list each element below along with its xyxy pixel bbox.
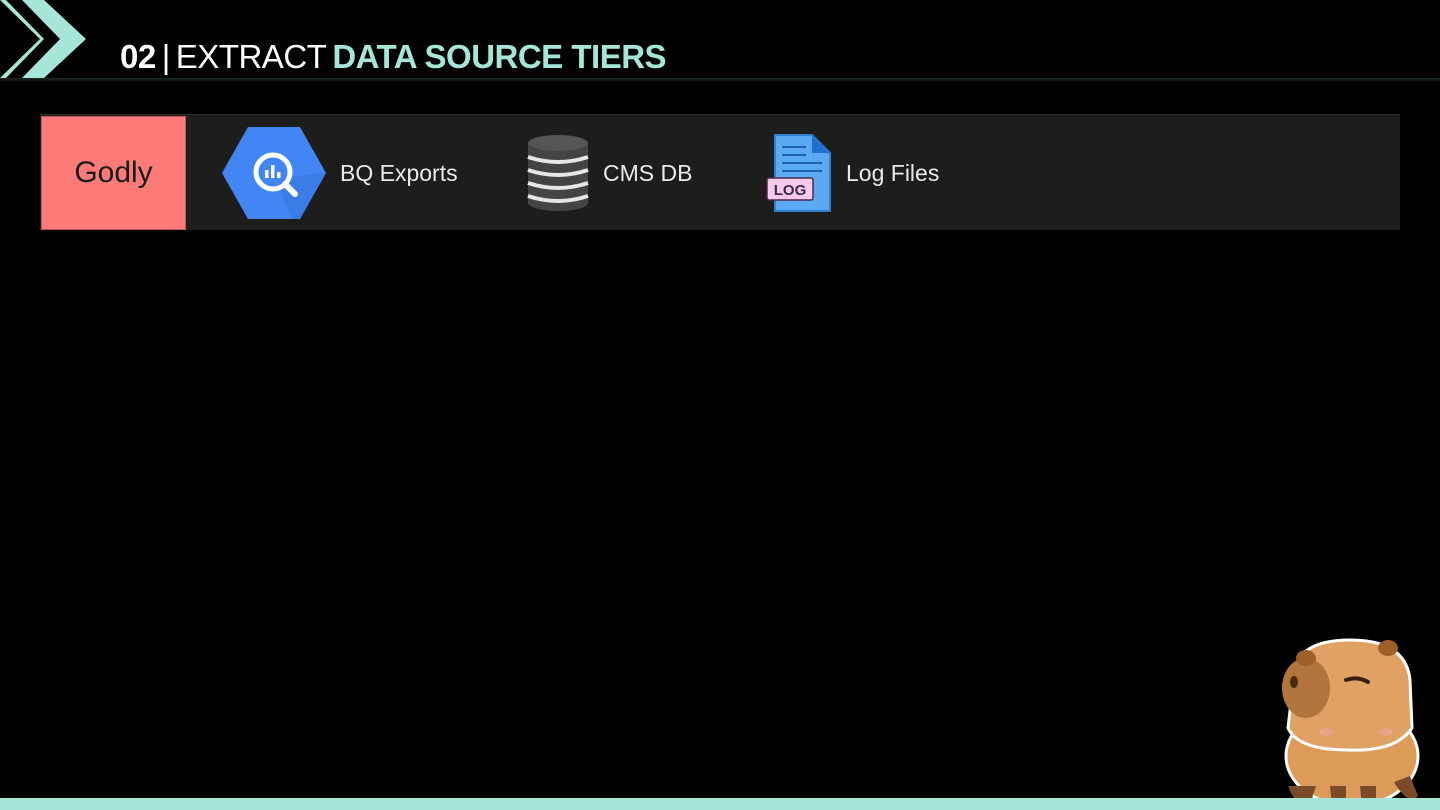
source-label: Log Files: [846, 159, 940, 186]
source-bq-exports: BQ Exports: [222, 115, 458, 231]
title-accent: DATA SOURCE TIERS: [332, 38, 667, 75]
section-number: 02: [120, 38, 156, 75]
log-file-icon: LOG: [766, 134, 831, 212]
title-separator: |: [161, 38, 171, 75]
chevron-icon: [0, 0, 86, 78]
tier-row-godly: Godly BQ Exports CMS DB: [40, 114, 1400, 230]
database-icon: [527, 135, 589, 211]
source-label: BQ Exports: [340, 159, 458, 186]
svg-text:LOG: LOG: [774, 182, 807, 199]
tier-label: Godly: [41, 116, 186, 230]
capybara-mascot-icon: [1282, 638, 1420, 808]
source-log-files: LOG Log Files: [766, 115, 939, 231]
source-cms-db: CMS DB: [527, 115, 692, 231]
footer-accent-bar: [0, 798, 1440, 810]
source-label: CMS DB: [603, 159, 693, 186]
title-plain: EXTRACT: [175, 38, 327, 75]
header-divider: [0, 78, 1440, 81]
bigquery-icon: [222, 127, 326, 219]
